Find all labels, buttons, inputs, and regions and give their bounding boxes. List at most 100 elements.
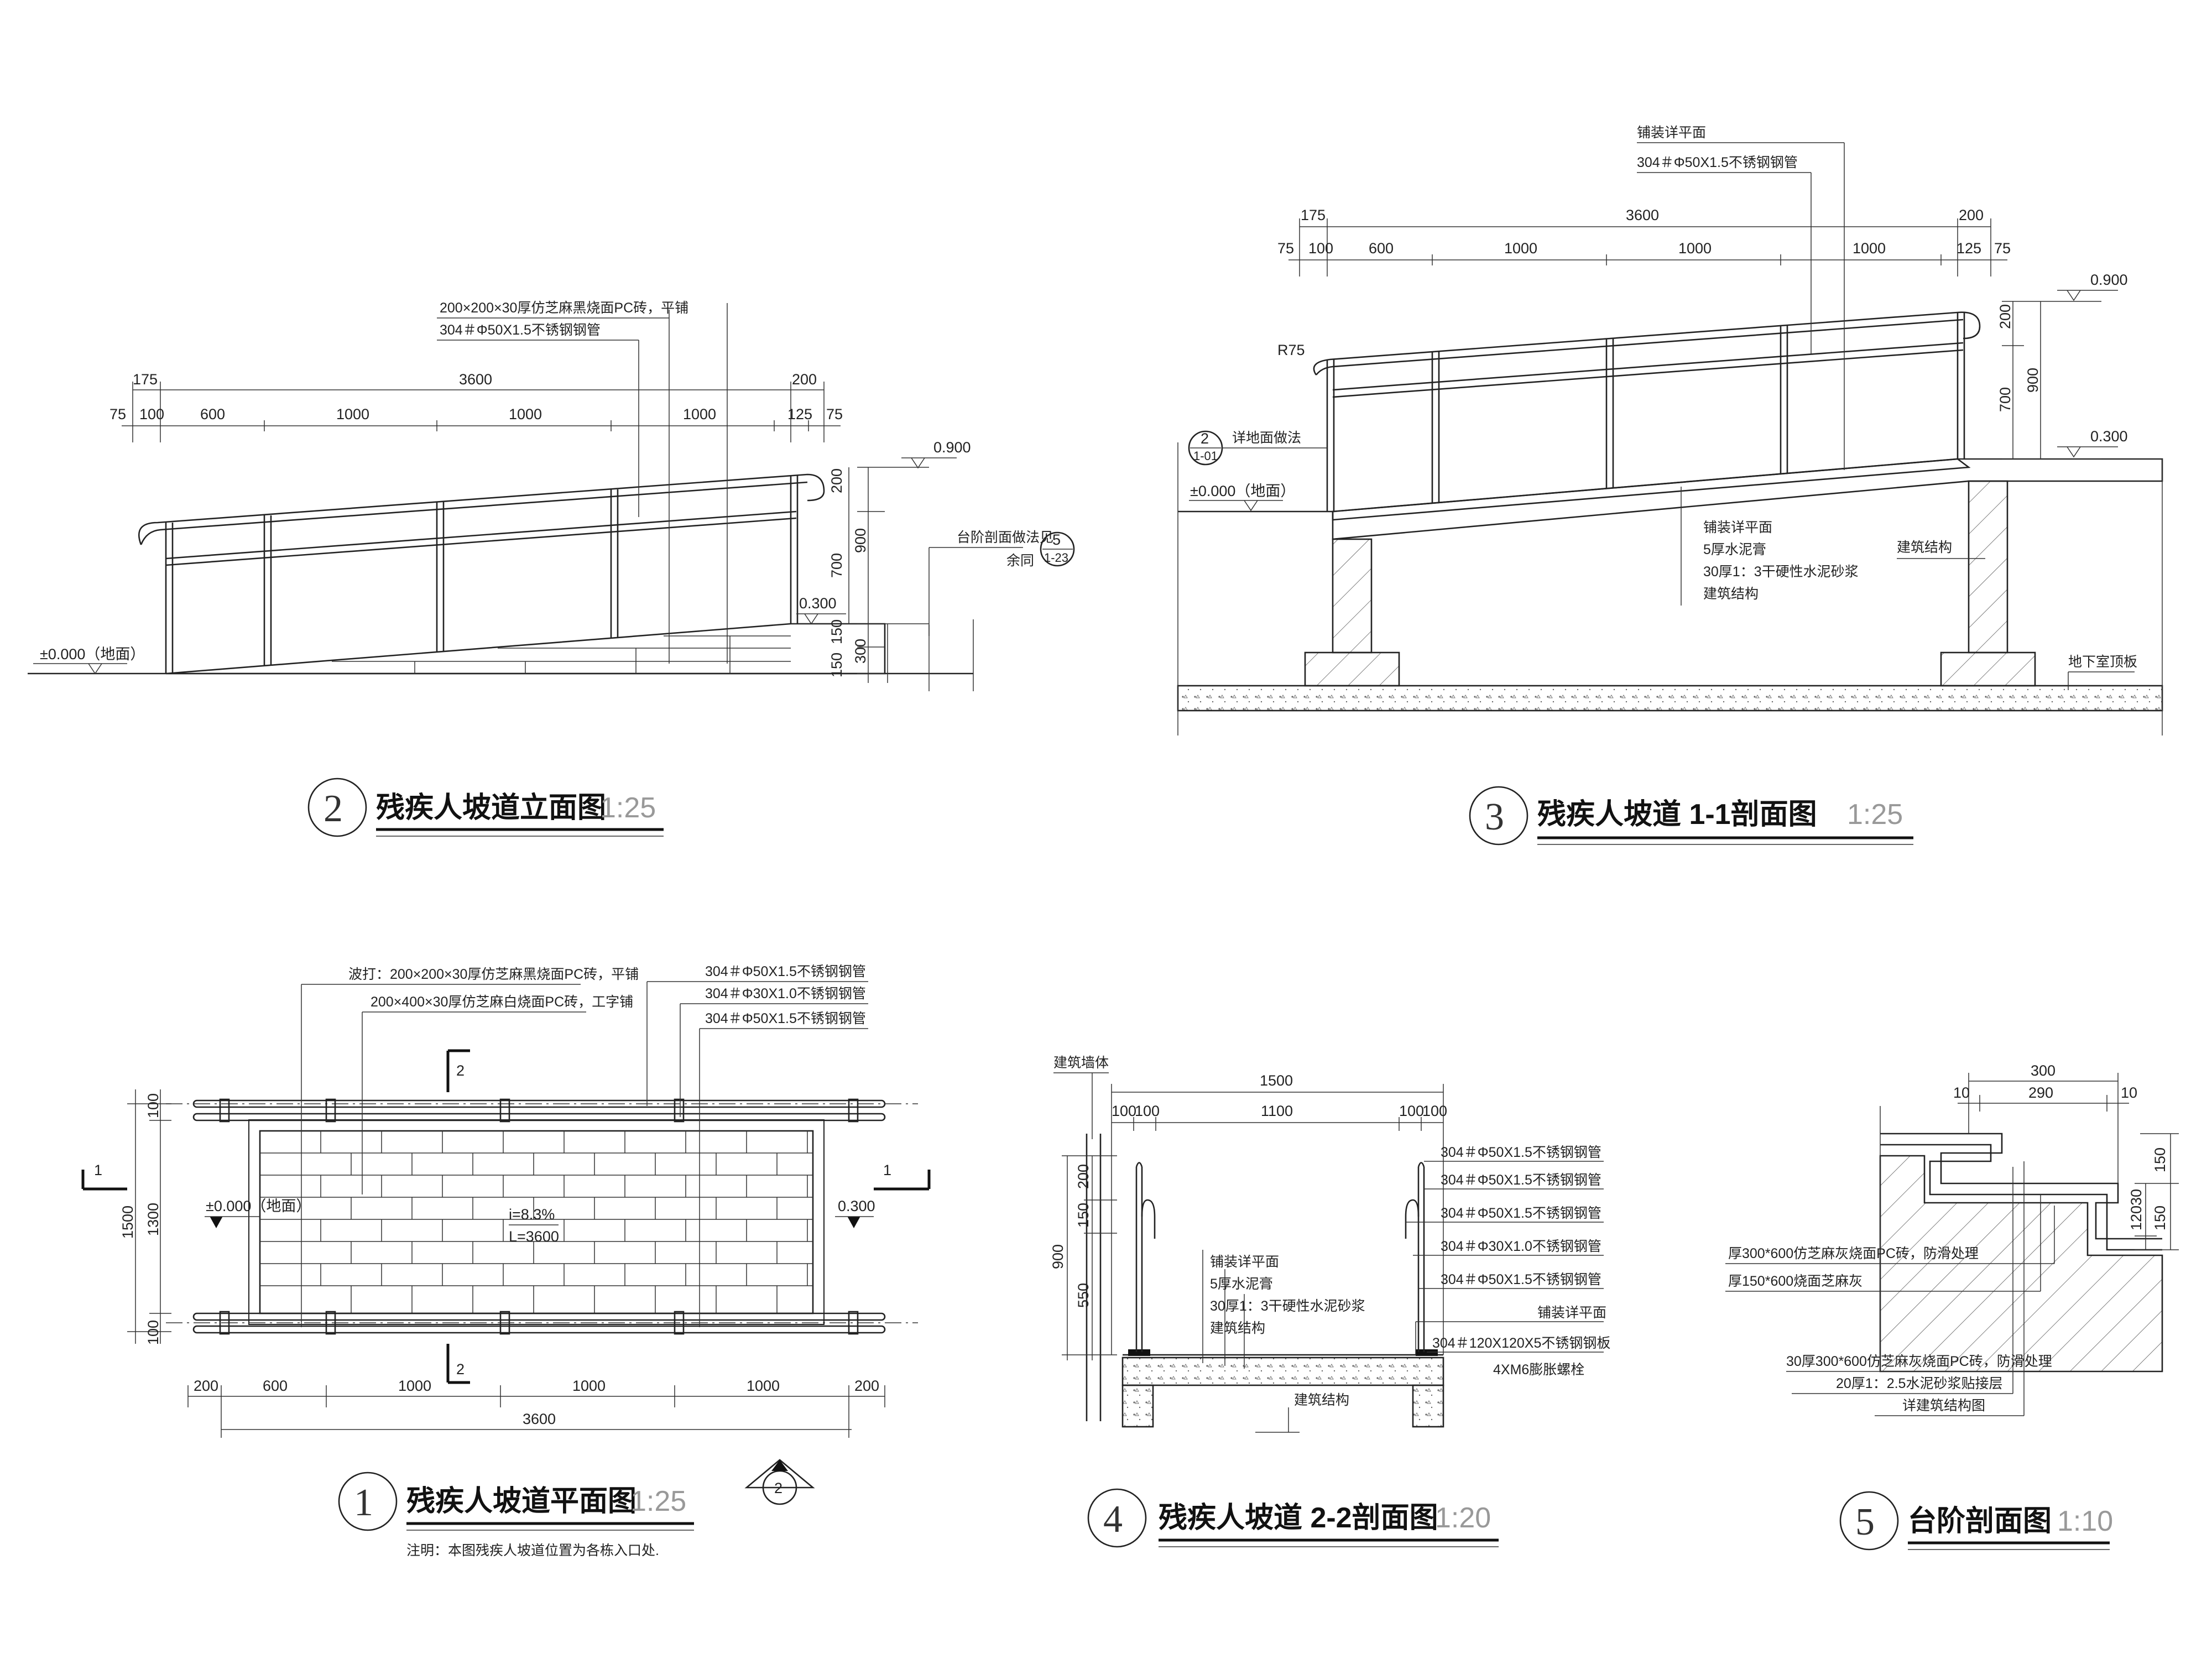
- elev-dim-right-700: 700: [828, 553, 845, 578]
- plan-section-mark-1-right: 1: [883, 1162, 891, 1178]
- s11-dim-1000c: 1000: [1853, 240, 1886, 257]
- elev-dim-100: 100: [139, 406, 164, 422]
- elev-dim-right-150a: 150: [828, 619, 845, 644]
- s11-dim-right-900: 900: [2025, 368, 2041, 393]
- s22-note-right-8: 4XM6膨胀螺栓: [1493, 1362, 1584, 1378]
- plan-note-border: 波打：200×200×30厚仿芝麻黑烧面PC砖，平铺: [348, 967, 639, 982]
- plan-title: 残疾人坡道平面图: [406, 1485, 637, 1517]
- step-dim-10a: 10: [1953, 1084, 1970, 1101]
- elev-detail-ref-sheet: 1-23: [1044, 551, 1068, 565]
- plan-dim-left-1500: 1500: [119, 1206, 136, 1239]
- s22-note-right-3: 304＃Φ50X1.5不锈钢钢管: [1441, 1206, 1601, 1221]
- s22-note-right-4: 304＃Φ30X1.0不锈钢钢管: [1441, 1239, 1601, 1254]
- plan-length: L=3600: [509, 1228, 559, 1245]
- elev-level-ground: ±0.000（地面）: [40, 646, 145, 662]
- s11-ref-sheet: 1-01: [1193, 449, 1218, 463]
- s11-dim-right-200: 200: [1997, 304, 2013, 329]
- step-dim-10b: 10: [2121, 1084, 2137, 1101]
- elev-dim-1000b: 1000: [509, 406, 542, 422]
- s22-note-right-7: 304＃120X120X5不锈钢钢板: [1432, 1335, 1610, 1351]
- s11-dim-600: 600: [1369, 240, 1394, 257]
- elev-detail-ref-symbol: [1040, 531, 1075, 567]
- elevation-drawing: 175 3600 200 75 100 600 1000 1000 1000 1…: [28, 300, 1075, 837]
- elev-title-circle: [307, 778, 367, 837]
- s22-note-right-2: 304＃Φ50X1.5不锈钢钢管: [1441, 1172, 1601, 1188]
- step-note-4: 20厚1：2.5水泥砂浆贴接层: [1836, 1376, 2002, 1391]
- s22-dim-100a: 100: [1112, 1103, 1136, 1119]
- step-dim-right-150b: 150: [2152, 1206, 2168, 1230]
- elev-dim-175: 175: [133, 371, 158, 388]
- elev-title: 残疾人坡道立面图: [376, 792, 606, 824]
- plan-dim-left-100a: 100: [145, 1093, 161, 1118]
- s11-title: 残疾人坡道 1-1剖面图: [1537, 799, 1817, 831]
- plan-level-ground: ±0.000（地面）: [206, 1198, 311, 1214]
- s22-note-left-3: 30厚1：3干硬性水泥砂浆: [1210, 1298, 1365, 1314]
- step-dim-right-150a: 150: [2152, 1147, 2168, 1172]
- s11-dim-1000a: 1000: [1504, 240, 1537, 257]
- s11-note-paving-top: 铺装详平面: [1637, 125, 1706, 140]
- elev-level-0300: 0.300: [799, 595, 837, 612]
- s11-note-structure: 建筑结构: [1897, 540, 1952, 555]
- elev-detail-ref-num: 5: [1052, 531, 1061, 548]
- elev-dim-200: 200: [792, 371, 817, 388]
- s11-ref-num: 2: [1201, 430, 1209, 447]
- s11-dim-100: 100: [1308, 240, 1333, 257]
- plan-index-num: 2: [774, 1480, 782, 1496]
- s22-slab: [1121, 1357, 1444, 1386]
- s22-note-right-5: 304＃Φ50X1.5不锈钢钢管: [1441, 1272, 1601, 1287]
- section-2-2-drawing: 1500 100 100 1100 100 100 200 150 900 55…: [1050, 1055, 1610, 1548]
- s11-dim-175: 175: [1301, 207, 1326, 223]
- plan-section-mark-1-left: 1: [94, 1162, 102, 1178]
- plan-dim-total: 3600: [523, 1411, 556, 1427]
- s11-dim-75b: 75: [1994, 240, 2011, 257]
- s22-title-circle: [1087, 1488, 1147, 1548]
- s22-wall-label: 建筑墙体: [1053, 1055, 1109, 1071]
- s11-note-ground: 详地面做法: [1232, 430, 1301, 446]
- step-note-3: 30厚300*600仿芝麻灰烧面PC砖，防滑处理: [1786, 1354, 2052, 1369]
- plan-dim-left-1300: 1300: [145, 1203, 161, 1236]
- elev-scale: 1:25: [600, 792, 656, 824]
- s11-dim-75a: 75: [1277, 240, 1294, 257]
- elev-note-same: 余同: [1006, 553, 1034, 568]
- elev-dim-right-150b: 150: [828, 653, 845, 677]
- elev-dim-3600: 3600: [459, 371, 492, 388]
- s11-title-circle: [1469, 786, 1528, 846]
- step-title-circle: [1839, 1491, 1899, 1551]
- step-dim-300: 300: [2031, 1062, 2056, 1079]
- step-dim-right-120: 120: [2128, 1206, 2145, 1230]
- s22-note-right-1: 304＃Φ50X1.5不锈钢钢管: [1441, 1145, 1601, 1160]
- plan-section-mark-2-bottom: 2: [456, 1361, 465, 1378]
- plan-section-mark-2-top: 2: [456, 1062, 465, 1079]
- s22-dim-left-200: 200: [1075, 1164, 1092, 1189]
- s11-title-number: 3: [1485, 796, 1504, 838]
- s22-dim-1100: 1100: [1261, 1103, 1293, 1119]
- s11-level-ground: ±0.000（地面）: [1190, 483, 1295, 499]
- s11-dim-3600: 3600: [1626, 207, 1659, 223]
- plan-dim-1000b: 1000: [572, 1378, 606, 1394]
- s11-note-basement: 地下室顶板: [2068, 654, 2137, 670]
- step-section-drawing: 300 10 290 10 150 150 120 30 厚300: [1725, 1062, 2179, 1551]
- elev-dim-75b: 75: [826, 406, 843, 422]
- plan-note-pipe2: 304＃Φ30X1.0不锈钢钢管: [705, 986, 866, 1001]
- s11-dim-125: 125: [1957, 240, 1981, 257]
- s11-dim-1000b: 1000: [1678, 240, 1712, 257]
- step-dim-290: 290: [2028, 1084, 2053, 1101]
- elev-note-step-ref: 台阶剖面做法见: [957, 530, 1053, 545]
- plan-drawing: 1 1 2 2 ±0.000（地面） 0.300 i=8.3% L=3600 波…: [81, 964, 931, 1558]
- plan-title-number: 1: [354, 1481, 373, 1524]
- elev-level-0900: 0.900: [933, 439, 971, 456]
- s11-note-pipe: 304＃Φ50X1.5不锈钢钢管: [1637, 155, 1798, 170]
- basement-slab: [1177, 685, 2163, 712]
- plan-dim-1000a: 1000: [398, 1378, 431, 1394]
- elev-dim-1000a: 1000: [336, 406, 369, 422]
- s22-dim-left-150: 150: [1075, 1203, 1092, 1228]
- plan-dim-left-100b: 100: [145, 1320, 161, 1345]
- s22-dim-100b: 100: [1135, 1103, 1160, 1119]
- step-note-5: 详建筑结构图: [1902, 1398, 1985, 1413]
- plan-note-pipe1: 304＃Φ50X1.5不锈钢钢管: [705, 964, 866, 979]
- plan-dim-200a: 200: [194, 1378, 218, 1394]
- elev-dim-1000c: 1000: [683, 406, 716, 422]
- step-note-2: 厚150*600烧面芝麻灰: [1728, 1274, 1863, 1289]
- s22-dim-100d: 100: [1422, 1103, 1447, 1119]
